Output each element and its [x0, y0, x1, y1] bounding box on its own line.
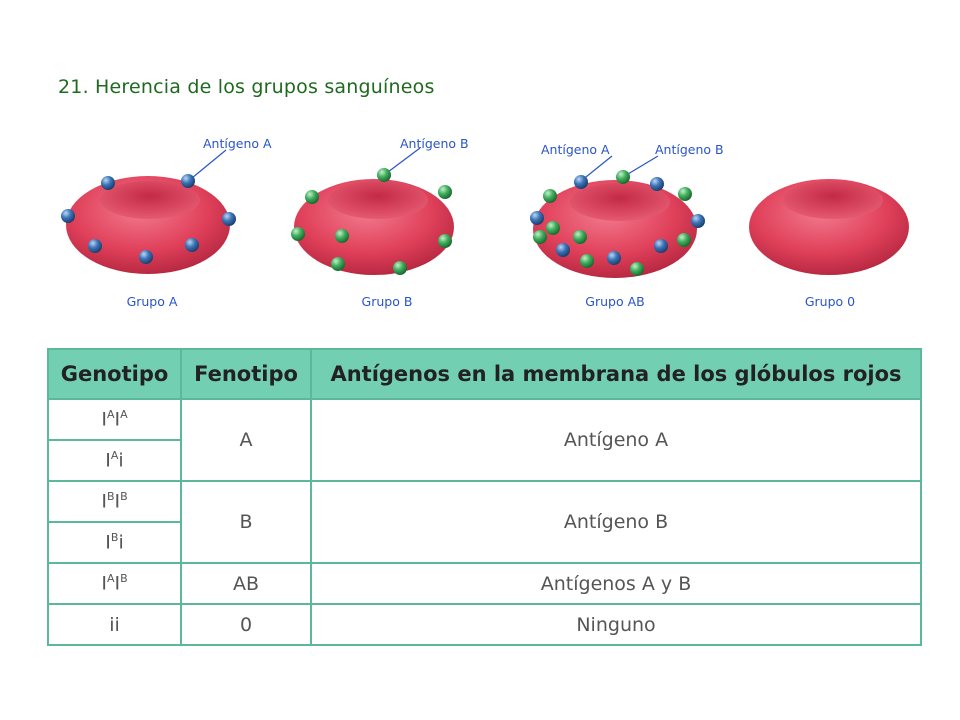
phenotype-cell: A — [180, 398, 312, 482]
antigen-a-marker — [139, 250, 153, 264]
antigen-a-marker — [574, 175, 588, 189]
antigen-b-marker — [305, 190, 319, 204]
phenotype-cell: AB — [180, 562, 312, 605]
genotype-cell: IBIB — [47, 480, 182, 523]
table-row: IBi — [47, 521, 921, 564]
header-genotipo: Genotipo — [47, 348, 182, 400]
antigen-b-label: Antígeno B — [400, 136, 469, 151]
antigen-b-marker — [335, 229, 349, 243]
phenotype-cell: B — [180, 480, 312, 564]
antigen-a-marker — [222, 212, 236, 226]
header-fenotipo: Fenotipo — [180, 348, 312, 400]
antigen-b-marker — [580, 254, 594, 268]
antigen-a-marker — [88, 239, 102, 253]
antigen-b-marker — [438, 185, 452, 199]
antigen-b-marker — [616, 170, 630, 184]
antigen-b-marker — [533, 230, 547, 244]
phenotype-cell: 0 — [180, 603, 312, 646]
genotype-cell: IAi — [47, 439, 182, 482]
genotype-cell: IAIB — [47, 562, 182, 605]
antigen-a-marker — [654, 239, 668, 253]
antigen-b-marker — [677, 233, 691, 247]
table-row: IAIA A Antígeno A — [47, 398, 922, 482]
antigen-b-marker — [393, 261, 407, 275]
antigen-cell: Antígeno A — [310, 398, 922, 482]
antigen-b-marker — [573, 230, 587, 244]
header-antigenos: Antígenos en la membrana de los glóbulos… — [310, 348, 922, 400]
cell-group-0 — [749, 179, 909, 275]
antigen-a-marker — [556, 243, 570, 257]
group-label: Grupo A — [127, 294, 178, 309]
antigen-a-marker — [607, 251, 621, 265]
genotype-cell: ii — [47, 603, 182, 646]
cell-group-b — [291, 147, 454, 275]
antigen-a-marker — [530, 211, 544, 225]
antigen-a-marker — [101, 176, 115, 190]
antigen-b-marker — [630, 262, 644, 276]
antigen-a-marker — [650, 177, 664, 191]
antigen-b-marker — [438, 234, 452, 248]
antigen-a-label: Antígeno A — [203, 136, 272, 151]
page-title: 21. Herencia de los grupos sanguíneos — [58, 76, 435, 98]
group-label: Grupo B — [362, 294, 413, 309]
antigen-a-label: Antígeno A — [541, 142, 610, 157]
antigen-b-marker — [678, 187, 692, 201]
table-row: ii 0 Ninguno — [47, 603, 922, 646]
antigen-a-marker — [61, 209, 75, 223]
table-header-row: Genotipo Fenotipo Antígenos en la membra… — [47, 348, 922, 400]
blood-cells-figure: Antígeno A Antígeno B Antígeno A Antígen… — [61, 136, 909, 309]
table-row: IBIB B Antígeno B — [47, 480, 922, 564]
antigen-b-marker — [291, 227, 305, 241]
antigen-cell: Ninguno — [310, 603, 922, 646]
antigen-cell: Antígeno B — [310, 480, 922, 564]
genotype-cell: IBi — [47, 521, 182, 564]
table-row: IAIB AB Antígenos A y B — [47, 562, 922, 605]
antigen-b-marker — [377, 168, 391, 182]
antigen-b-marker — [543, 189, 557, 203]
group-label: Grupo AB — [585, 294, 644, 309]
antigen-b-marker — [546, 221, 560, 235]
pointer-line — [191, 149, 227, 179]
pointer-line — [580, 155, 613, 182]
antigen-cell: Antígenos A y B — [310, 562, 922, 605]
antigen-a-marker — [181, 174, 195, 188]
antigen-a-marker — [691, 214, 705, 228]
genotype-table: Genotipo Fenotipo Antígenos en la membra… — [47, 348, 922, 646]
antigen-b-label: Antígeno B — [655, 142, 724, 157]
table-row: IAi — [47, 439, 921, 482]
group-label: Grupo 0 — [805, 294, 855, 309]
antigen-a-marker — [185, 238, 199, 252]
cell-group-a — [61, 149, 236, 274]
antigen-b-marker — [331, 257, 345, 271]
genotype-cell: IAIA — [47, 398, 182, 441]
pointer-line — [383, 147, 421, 176]
cell-group-ab — [530, 155, 705, 278]
